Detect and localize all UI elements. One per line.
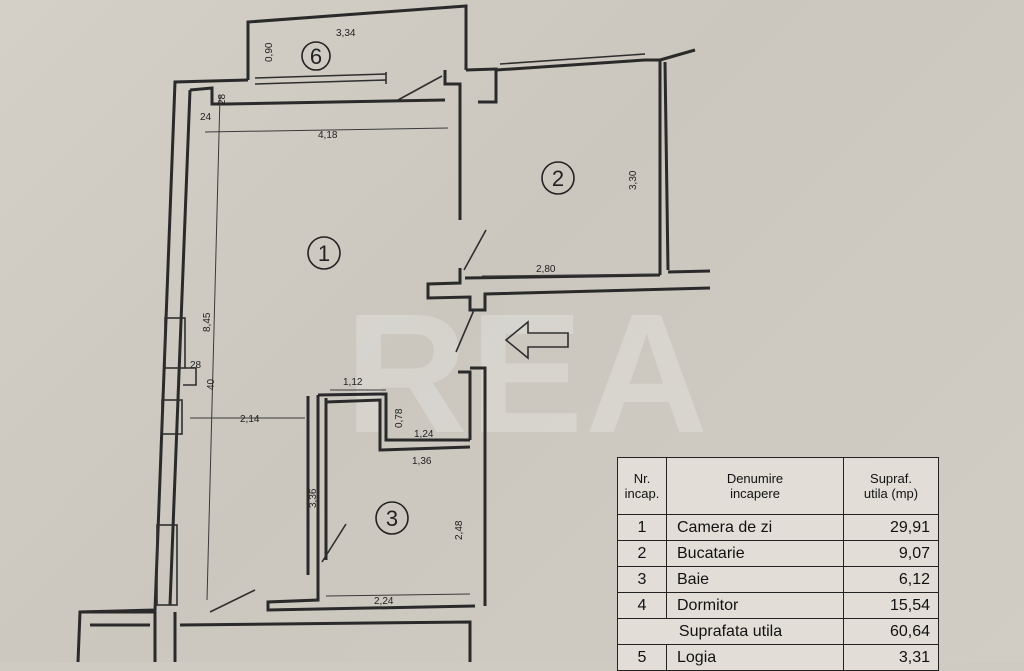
dim-line-280 (481, 273, 659, 277)
dim-28b: 28 (190, 360, 202, 371)
living-north-wall (225, 98, 446, 106)
exterior-right (667, 269, 711, 274)
dim-280: 2,80 (536, 264, 556, 275)
dim-418: 4,18 (318, 130, 338, 141)
living-corner-north (189, 86, 226, 106)
room-3-circle (375, 501, 409, 535)
bath-north-wall (317, 392, 470, 442)
living-west-inner (168, 89, 192, 606)
loggia-rail-inner (254, 79, 387, 85)
row-area: 15,54 (843, 592, 939, 619)
room-2-number: 2 (552, 166, 564, 191)
header-name: Denumire incapere (666, 457, 844, 515)
row-nr: 2 (617, 540, 667, 567)
table-row: 2 Bucatarie 9,07 (617, 540, 939, 567)
total-label: Suprafata utila (617, 618, 844, 645)
bath-inner-line (325, 398, 471, 452)
row-nr: 5 (617, 644, 667, 671)
dim-248: 2,48 (454, 520, 465, 540)
room-6-circle (301, 41, 331, 71)
west-window-2 (161, 399, 183, 435)
table-row: 1 Camera de zi 29,91 (617, 514, 939, 541)
kitchen-south-wall (464, 273, 661, 280)
table-row: 3 Baie 6,12 (617, 566, 939, 593)
kitchen-nw-jamb (465, 67, 498, 104)
table-row-partial: 5 Logia 3,31 (617, 644, 939, 671)
west-window-1 (164, 317, 186, 369)
row-name: Camera de zi (666, 514, 844, 541)
bottom-left-room (80, 610, 157, 662)
dim-078: 0,78 (394, 408, 405, 428)
row-name: Bucatarie (666, 540, 844, 567)
kitchen-west-wall (443, 70, 462, 220)
living-west-wall (76, 78, 249, 662)
loggia-door-swing (397, 75, 443, 101)
dim-line-224 (325, 593, 471, 597)
loggia-wall (246, 4, 468, 80)
loggia-rail (254, 73, 387, 79)
room-6-number: 6 (310, 44, 322, 69)
dim-112: 1,12 (343, 377, 363, 388)
west-window-3 (156, 524, 178, 606)
room-area-table: Nr. incap. Denumire incapere Supraf. uti… (617, 457, 939, 671)
row-name: Logia (666, 644, 844, 671)
dim-136: 1,36 (412, 456, 432, 467)
header-area: Supraf. utila (mp) (843, 457, 939, 515)
row-nr: 1 (617, 514, 667, 541)
kitchen-north-wall (495, 58, 646, 72)
row-nr: 4 (617, 592, 667, 619)
kitchen-east-wall (645, 58, 662, 275)
total-area: 60,64 (843, 618, 939, 645)
room-1-circle (307, 236, 341, 270)
exterior-east (663, 61, 670, 271)
dim-40: 40 (206, 378, 217, 390)
dim-845: 8,45 (202, 312, 213, 332)
table-total-row: Suprafata utila 60,64 (617, 618, 939, 645)
bath-north-jamb (458, 370, 472, 440)
row-name: Dormitor (666, 592, 844, 619)
dim-224: 2,24 (374, 596, 394, 607)
bath-east-wall (470, 366, 487, 606)
dim-line-418 (204, 127, 449, 133)
dim-28a: 28 (217, 93, 228, 105)
exterior-line-top (659, 48, 696, 62)
bottom-room-wall (179, 620, 472, 662)
corridor-wall (426, 268, 711, 312)
room-1-number: 1 (318, 241, 330, 266)
kitchen-window (499, 53, 646, 65)
room-2-circle (541, 161, 575, 195)
table-header-row: Nr. incap. Denumire incapere Supraf. uti… (617, 457, 939, 515)
table-row: 4 Dormitor 15,54 (617, 592, 939, 619)
bath-door-swing (321, 523, 347, 563)
dim-330: 3,30 (628, 170, 639, 190)
dim-334: 3,34 (336, 28, 356, 39)
row-name: Baie (666, 566, 844, 593)
bath-south-wall (266, 395, 476, 612)
dim-124: 1,24 (414, 429, 434, 440)
entrance-arrow-icon (504, 320, 569, 360)
room-3-number: 3 (386, 506, 398, 531)
header-nr: Nr. incap. (617, 457, 667, 515)
dim-336: 3,36 (308, 488, 319, 508)
row-area: 3,31 (843, 644, 939, 671)
dim-line-845 (206, 95, 221, 601)
watermark: REA (345, 279, 710, 469)
dim-090: 0,90 (264, 42, 275, 62)
bedroom-door-swing (209, 589, 256, 613)
row-nr: 3 (617, 566, 667, 593)
dim-214: 2,14 (240, 414, 260, 425)
row-area: 29,91 (843, 514, 939, 541)
row-area: 6,12 (843, 566, 939, 593)
row-area: 9,07 (843, 540, 939, 567)
dim-24: 24 (200, 112, 212, 123)
kitchen-door-swing (463, 229, 487, 271)
entrance-door-swing (455, 309, 475, 353)
west-pillar (183, 367, 197, 386)
